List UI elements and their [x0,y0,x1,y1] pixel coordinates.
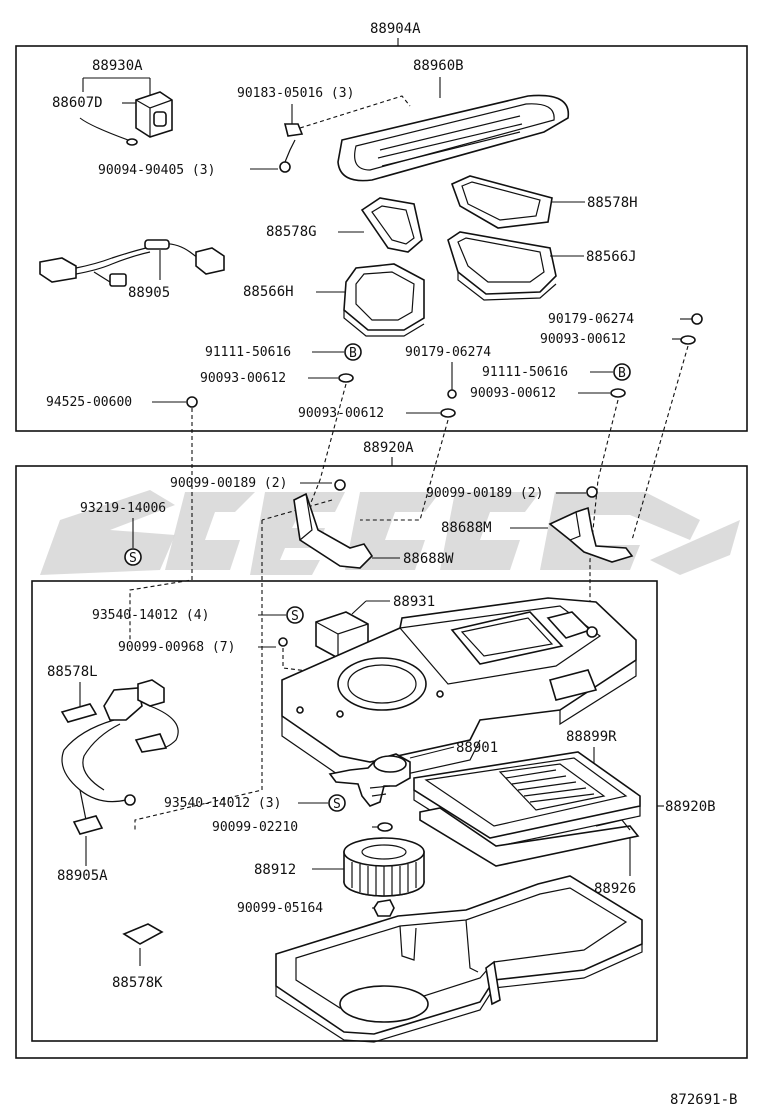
label-88578K: 88578K [112,975,163,991]
label-93540a: 93540-14012 (4) [92,608,209,623]
part-88905-harness: 88905 [39,239,225,301]
label-88578G: 88578G [266,224,317,240]
part-88926-tray: 88926 [419,807,640,897]
svg-text:S: S [129,551,137,566]
label-94525: 94525-00600 [46,395,132,410]
callout-b-icon [344,343,362,361]
label-88578H: 88578H [587,195,638,211]
part-upper-case [281,597,637,783]
part-90099-screw-left: 90099-00189 (2) [170,476,346,491]
part-88899R-filter: 88899R [413,729,641,849]
group-88904A: 88904A [15,21,748,432]
label-88912: 88912 [254,862,296,878]
part-90093-washer-left: 90093-00612 [200,371,354,386]
part-90093-washer-right2: 90093-00612 [470,386,626,401]
part-90099-screw-right: 90099-00189 (2) [426,486,598,501]
part-88960B-lid: 88960B [337,58,570,182]
part-93540-clip-4: 93540-14012 (4) S [92,606,304,624]
callout-s-icon [328,794,346,812]
callout-s-icon [124,548,142,566]
part-91111-bolt-left: 91111-50616 B [205,343,362,361]
part-90094-screw: 90094-90405 (3) [98,139,296,178]
part-88578G-pad: 88578G [266,197,423,253]
callout-b-icon [613,363,631,381]
label-90093d: 90093-00612 [200,371,286,386]
part-88578H-pad: 88578H [450,175,638,229]
label-88566H: 88566H [243,284,294,300]
part-88566J-tray: 88566J [447,231,637,301]
part-90183-clip: 90183-05016 (3) [237,86,411,137]
label-88930A: 88930A [92,58,143,74]
part-88930A-switch: 88930A 88607D [52,58,173,146]
label-90099a: 90099-00189 (2) [170,476,287,491]
label-88905A: 88905A [57,868,108,884]
label-88688W: 88688W [403,551,454,567]
label-88688M: 88688M [441,520,492,536]
label-91111a: 91111-50616 [205,345,291,360]
svg-text:B: B [349,346,357,361]
part-93540-clip-3: 93540-14012 (3) S [164,794,346,812]
part-90093-washer-right: 90093-00612 [540,332,696,347]
part-91111-bolt-right: 91111-50616 B [482,363,631,381]
part-90179-nut-right: 90179-06274 [548,312,703,327]
part-88688W-bracket: 88688W [293,492,454,569]
label-88905: 88905 [128,285,170,301]
svg-text:S: S [291,609,299,624]
part-90179-nut-center: 90179-06274 [405,345,491,399]
label-90099b: 90099-00189 (2) [426,486,543,501]
part-90099-nut-fan: 90099-05164 [237,899,395,917]
part-94525-nut: 94525-00600 [46,395,198,410]
label-88578L: 88578L [47,664,98,680]
label-88926: 88926 [594,881,636,897]
label-90093a: 90093-00612 [540,332,626,347]
part-88901-motor: 88901 [328,740,498,807]
label-90183: 90183-05016 (3) [237,86,354,101]
svg-text:S: S [333,797,341,812]
part-88912-fan: 88912 [254,837,425,897]
reference-code: 872691-B [670,1092,737,1108]
label-88566J: 88566J [586,249,637,265]
label-90094: 90094-90405 (3) [98,163,215,178]
part-lower-case [275,875,643,1043]
label-90099c: 90099-00968 (7) [118,640,235,655]
label-90099e: 90099-05164 [237,901,323,916]
label-90093b: 90093-00612 [298,406,384,421]
group-88920A: 88920A [15,440,748,1059]
label-88960B: 88960B [413,58,464,74]
label-90179a: 90179-06274 [548,312,634,327]
part-88578L-harness: 88578L [47,664,179,821]
label-90093c: 90093-00612 [470,386,556,401]
group-frame-88920B [31,580,658,1042]
group-label-88904A: 88904A [370,21,421,37]
svg-text:B: B [618,366,626,381]
assembly-dashed-lines [129,345,689,830]
label-88607D: 88607D [52,95,103,111]
group-frame-88920A [15,465,748,1059]
group-frame-88904A [15,45,748,432]
label-88931: 88931 [393,594,435,610]
part-88566H-tray: 88566H [243,263,425,337]
label-91111b: 91111-50616 [482,365,568,380]
label-90099d: 90099-02210 [212,820,298,835]
label-90179b: 90179-06274 [405,345,491,360]
callout-s-icon [286,606,304,624]
part-88905A-connector: 88905A [57,815,108,884]
group-label-88920B: 88920B [665,799,716,815]
part-88578K-pad: 88578K [112,923,164,991]
label-88901: 88901 [456,740,498,756]
part-88688M-bracket: 88688M [441,506,634,563]
label-93540b: 93540-14012 (3) [164,796,281,811]
part-93219-stud: 93219-14006 S [80,501,166,566]
label-93219: 93219-14006 [80,501,166,516]
part-90099-screw-7: 90099-00968 (7) [118,637,317,673]
part-90093-washer-center: 90093-00612 [298,406,456,421]
group-label-88920A: 88920A [363,440,414,456]
part-90099-nut-motor: 90099-02210 [212,820,393,835]
group-88920B: 88920B [657,799,716,815]
label-88899R: 88899R [566,729,617,745]
